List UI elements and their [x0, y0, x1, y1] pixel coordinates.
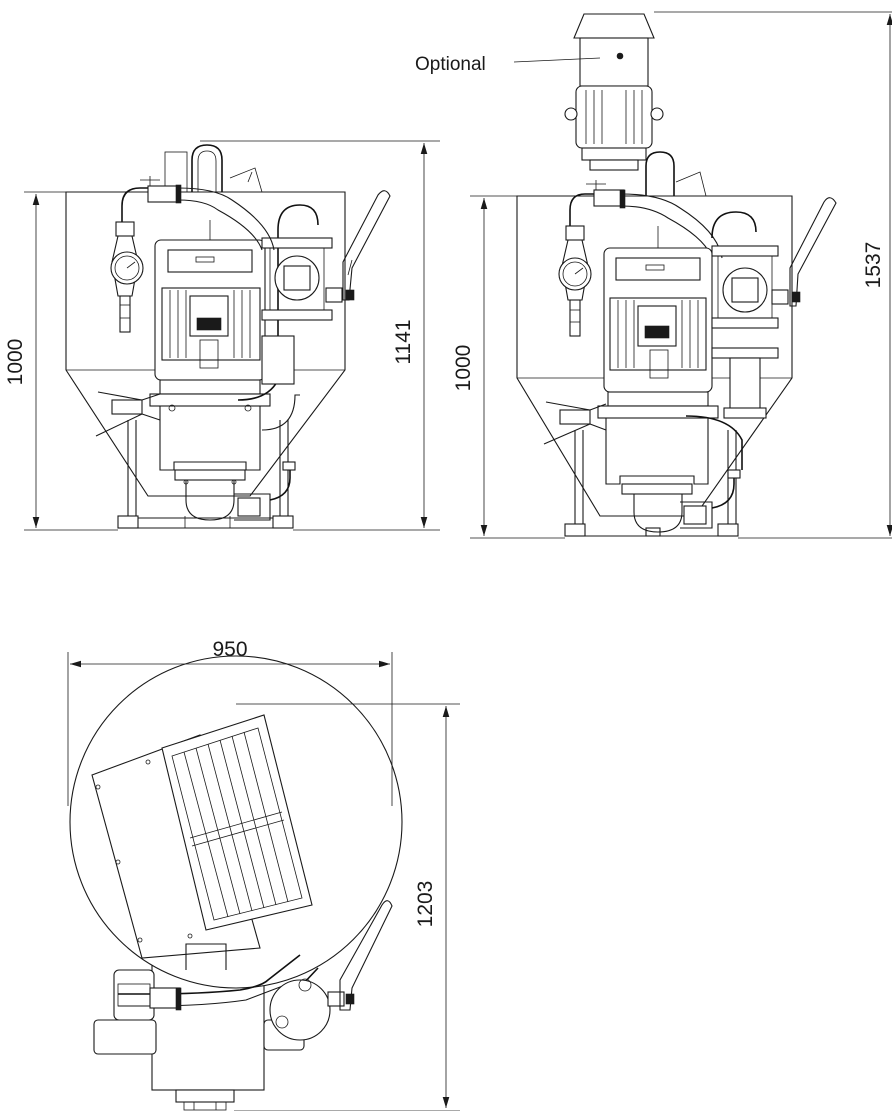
optional-label: Optional: [415, 54, 486, 75]
dimension-label: 1141: [392, 319, 415, 364]
fan-guard-grille: [183, 731, 289, 918]
front-view: 1000 1141: [4, 140, 440, 531]
top-view: 950 1203: [67, 638, 460, 1111]
optional-motor: [564, 13, 664, 171]
dimension-label: 950: [212, 638, 247, 661]
dimension-label: 1537: [862, 242, 885, 289]
dimension-label: 1000: [4, 339, 27, 386]
dimension-depth: 1203: [234, 703, 460, 1111]
optional-callout: Optional: [415, 54, 601, 75]
motor-front-2: [597, 226, 719, 419]
dimension-label: 1000: [452, 345, 475, 392]
weg-logo-icon: [196, 317, 222, 331]
motor-front: [149, 220, 271, 407]
dimension-height-total-2: 1537: [654, 11, 892, 539]
dimension-label: 1203: [414, 881, 437, 928]
front-view-with-optional: Optional: [415, 11, 892, 539]
support-frame: [117, 420, 294, 529]
dimension-height-tank-2: 1000: [452, 195, 565, 539]
flow-meter-front: [110, 221, 144, 333]
motor-fins: [169, 290, 251, 358]
weg-logo-icon: [644, 325, 670, 339]
optional-motor-fins: [585, 90, 643, 144]
motor-top: [91, 714, 313, 959]
dimension-height-total: 1141: [200, 140, 440, 531]
dimension-width: 950: [67, 638, 393, 806]
dimension-height-tank: 1000: [4, 191, 118, 531]
